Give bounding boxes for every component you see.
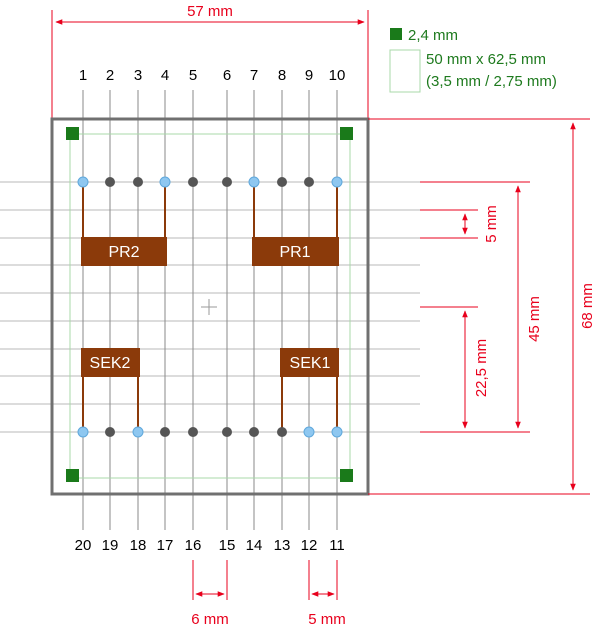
pin-pad-5 (188, 177, 198, 187)
pin-label: 19 (102, 537, 119, 554)
right-extension-lines (368, 118, 590, 495)
winding-sek1-label: SEK1 (290, 355, 331, 372)
pin-pad-20 (77, 426, 89, 438)
legend-area-swatch (389, 49, 421, 93)
pin-labels-top: 1 2 3 4 5 6 7 8 9 10 (79, 67, 346, 84)
pin-pad-14 (249, 427, 259, 437)
mounting-pads (66, 127, 353, 482)
mount-pad-bottom-left (66, 469, 79, 482)
pin-label: 3 (134, 67, 142, 84)
pin-pad-18 (132, 426, 144, 438)
pin-pad-4 (159, 176, 171, 188)
pin-pad-15 (222, 427, 232, 437)
center-row-label: 22,5 mm (473, 339, 490, 397)
winding-sek2: SEK2 (81, 348, 140, 432)
pin-label: 17 (157, 537, 174, 554)
pin-label: 20 (75, 537, 92, 554)
pin-label: 6 (223, 67, 231, 84)
pin-pad-11 (331, 426, 343, 438)
board-outline (50, 117, 370, 496)
pin-pad-1 (77, 176, 89, 188)
mount-pad-top-right (340, 127, 353, 140)
legend-area-subtext: (3,5 mm / 2,75 mm) (426, 73, 557, 90)
pitch-dimension-5mm: 5 mm (308, 591, 346, 628)
pin-label: 4 (161, 67, 169, 84)
pin-label: 11 (329, 537, 345, 554)
pin-pad-12 (303, 426, 315, 438)
pin-pad-7 (248, 176, 260, 188)
winding-sek1: SEK1 (280, 348, 339, 432)
pin-pad-13 (277, 427, 287, 437)
winding-pr2: PR2 (81, 182, 167, 266)
pin-labels-bottom: 20 19 18 17 16 15 14 13 12 11 (75, 537, 345, 554)
mount-pad-top-left (66, 127, 79, 140)
pin-label: 10 (329, 67, 346, 84)
pin-pad-2 (105, 177, 115, 187)
component-area (69, 133, 351, 479)
pin-pad-6 (222, 177, 232, 187)
pin-label: 18 (130, 537, 147, 554)
pin-pads-bottom (77, 426, 343, 438)
winding-gap-label: 5 mm (483, 205, 500, 243)
center-row-dimension: 22,5 mm (462, 310, 490, 429)
legend-pad-size: 2,4 mm (408, 27, 458, 44)
pin-pad-10 (331, 176, 343, 188)
pin-label: 8 (278, 67, 286, 84)
winding-pr2-label: PR2 (108, 244, 139, 261)
pin-pad-16 (188, 427, 198, 437)
row-distance-label: 45 mm (526, 296, 543, 342)
pin-label: 9 (305, 67, 313, 84)
pin-pad-3 (133, 177, 143, 187)
legend-pad-swatch (390, 28, 402, 40)
windings: PR2 PR1 SEK2 SEK1 (81, 182, 339, 432)
legend-area-size: 50 mm x 62,5 mm (426, 51, 546, 68)
width-extension-lines (51, 10, 369, 118)
pin-pads-top (77, 176, 343, 188)
width-dimension-label: 57 mm (187, 3, 233, 20)
pin-label: 12 (301, 537, 318, 554)
pitch-6mm-label: 6 mm (191, 611, 229, 628)
pin-label: 15 (219, 537, 236, 554)
pin-pad-19 (105, 427, 115, 437)
pin-label: 13 (274, 537, 291, 554)
winding-pr1-label: PR1 (279, 244, 310, 261)
width-dimension: 57 mm (55, 3, 365, 25)
pin-pad-9 (304, 177, 314, 187)
legend: 2,4 mm 50 mm x 62,5 mm (3,5 mm / 2,75 mm… (389, 27, 557, 93)
mount-pad-bottom-right (340, 469, 353, 482)
pin-pad-17 (160, 427, 170, 437)
center-crosshair (201, 299, 217, 315)
pin-label: 1 (79, 67, 87, 84)
pin-label: 14 (246, 537, 263, 554)
height-dimension-label: 68 mm (579, 283, 596, 329)
winding-gap-dimension: 5 mm (462, 205, 500, 243)
height-dimension: 68 mm (570, 122, 596, 491)
winding-pr1: PR1 (252, 182, 339, 266)
pin-label: 7 (250, 67, 258, 84)
pin-label: 16 (185, 537, 202, 554)
bottom-extension-lines (192, 560, 338, 600)
pin-lines (82, 90, 338, 530)
pitch-dimension-6mm: 6 mm (191, 591, 229, 628)
pin-label: 2 (106, 67, 114, 84)
pitch-5mm-label: 5 mm (308, 611, 346, 628)
pin-label: 5 (189, 67, 197, 84)
row-distance-dimension: 45 mm (515, 185, 543, 429)
pin-pad-8 (277, 177, 287, 187)
winding-sek2-label: SEK2 (90, 355, 131, 372)
